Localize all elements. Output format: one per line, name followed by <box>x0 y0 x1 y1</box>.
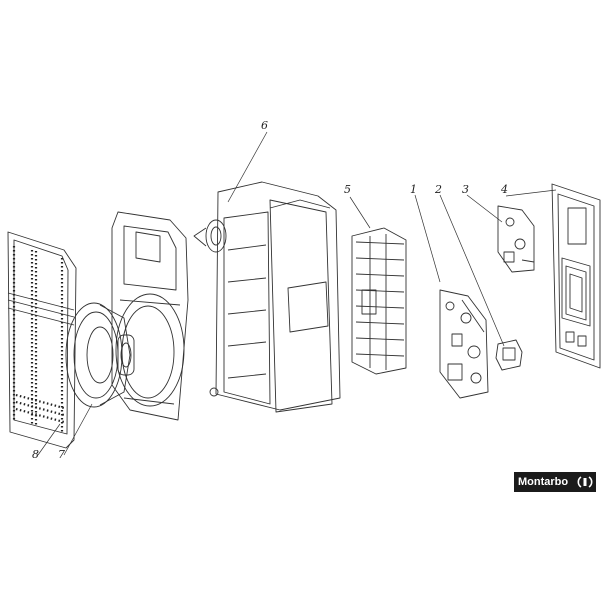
label-7: 7 <box>58 448 65 461</box>
leader-lines <box>37 131 557 456</box>
label-4: 4 <box>501 183 508 196</box>
label-2: 2 <box>435 183 442 196</box>
front-grille <box>7 231 77 449</box>
rear-panel <box>551 183 601 369</box>
front-baffle <box>111 211 189 421</box>
label-5: 5 <box>344 183 351 196</box>
cabinet-body <box>193 181 341 413</box>
label-8: 8 <box>32 448 39 461</box>
input-board <box>497 205 535 273</box>
amplifier-module <box>351 227 407 375</box>
woofer-speaker <box>65 302 135 408</box>
label-1: 1 <box>410 183 417 196</box>
brand-mark-icon <box>577 476 593 488</box>
connector-module <box>495 339 523 371</box>
label-6: 6 <box>261 119 268 132</box>
main-circuit-board <box>439 289 489 399</box>
brand-logo: Montarbo <box>514 472 596 492</box>
brand-name: Montarbo <box>518 476 569 488</box>
label-3: 3 <box>462 183 469 196</box>
